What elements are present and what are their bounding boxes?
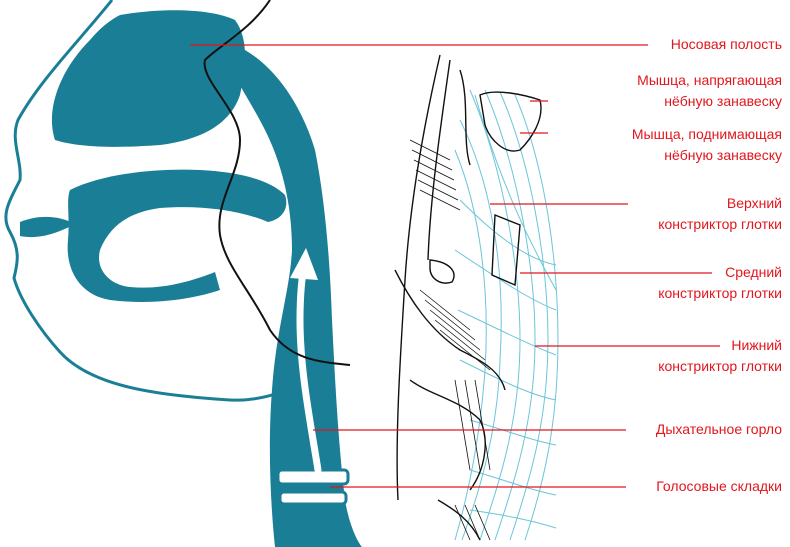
label-superior-constrictor: Верхний констриктор глотки: [658, 195, 782, 232]
face-profile-outline: [4, 0, 331, 402]
label-vocal-folds: Голосовые складки: [656, 478, 782, 494]
pharyngeal-wall-outline: [203, 0, 351, 366]
label-middle-constrictor: Средний констриктор глотки: [658, 264, 782, 301]
airflow-arrow: [296, 256, 322, 474]
trachea-ring: [278, 490, 348, 506]
label-trachea: Дыхательное горло: [655, 421, 782, 437]
constrictor-muscles: [454, 89, 559, 541]
palate-shape: [67, 169, 287, 302]
label-levator-veli-palatini: Мышца, поднимающая нёбную занавеску: [631, 126, 782, 163]
trachea-ring: [276, 468, 350, 486]
label-inferior-constrictor: Нижний констриктор глотки: [658, 337, 782, 374]
label-tensor-veli-palatini: Мышца, напрягающая нёбную занавеску: [637, 72, 782, 109]
airflow-arrowhead: [290, 248, 318, 280]
label-nasal-cavity: Носовая полость: [670, 36, 782, 52]
hatched-muscle-outlines: [409, 139, 491, 541]
skull-muscle-outlines: [394, 54, 542, 541]
lips-shape: [20, 216, 75, 238]
nasal-cavity-shape: [51, 10, 245, 147]
